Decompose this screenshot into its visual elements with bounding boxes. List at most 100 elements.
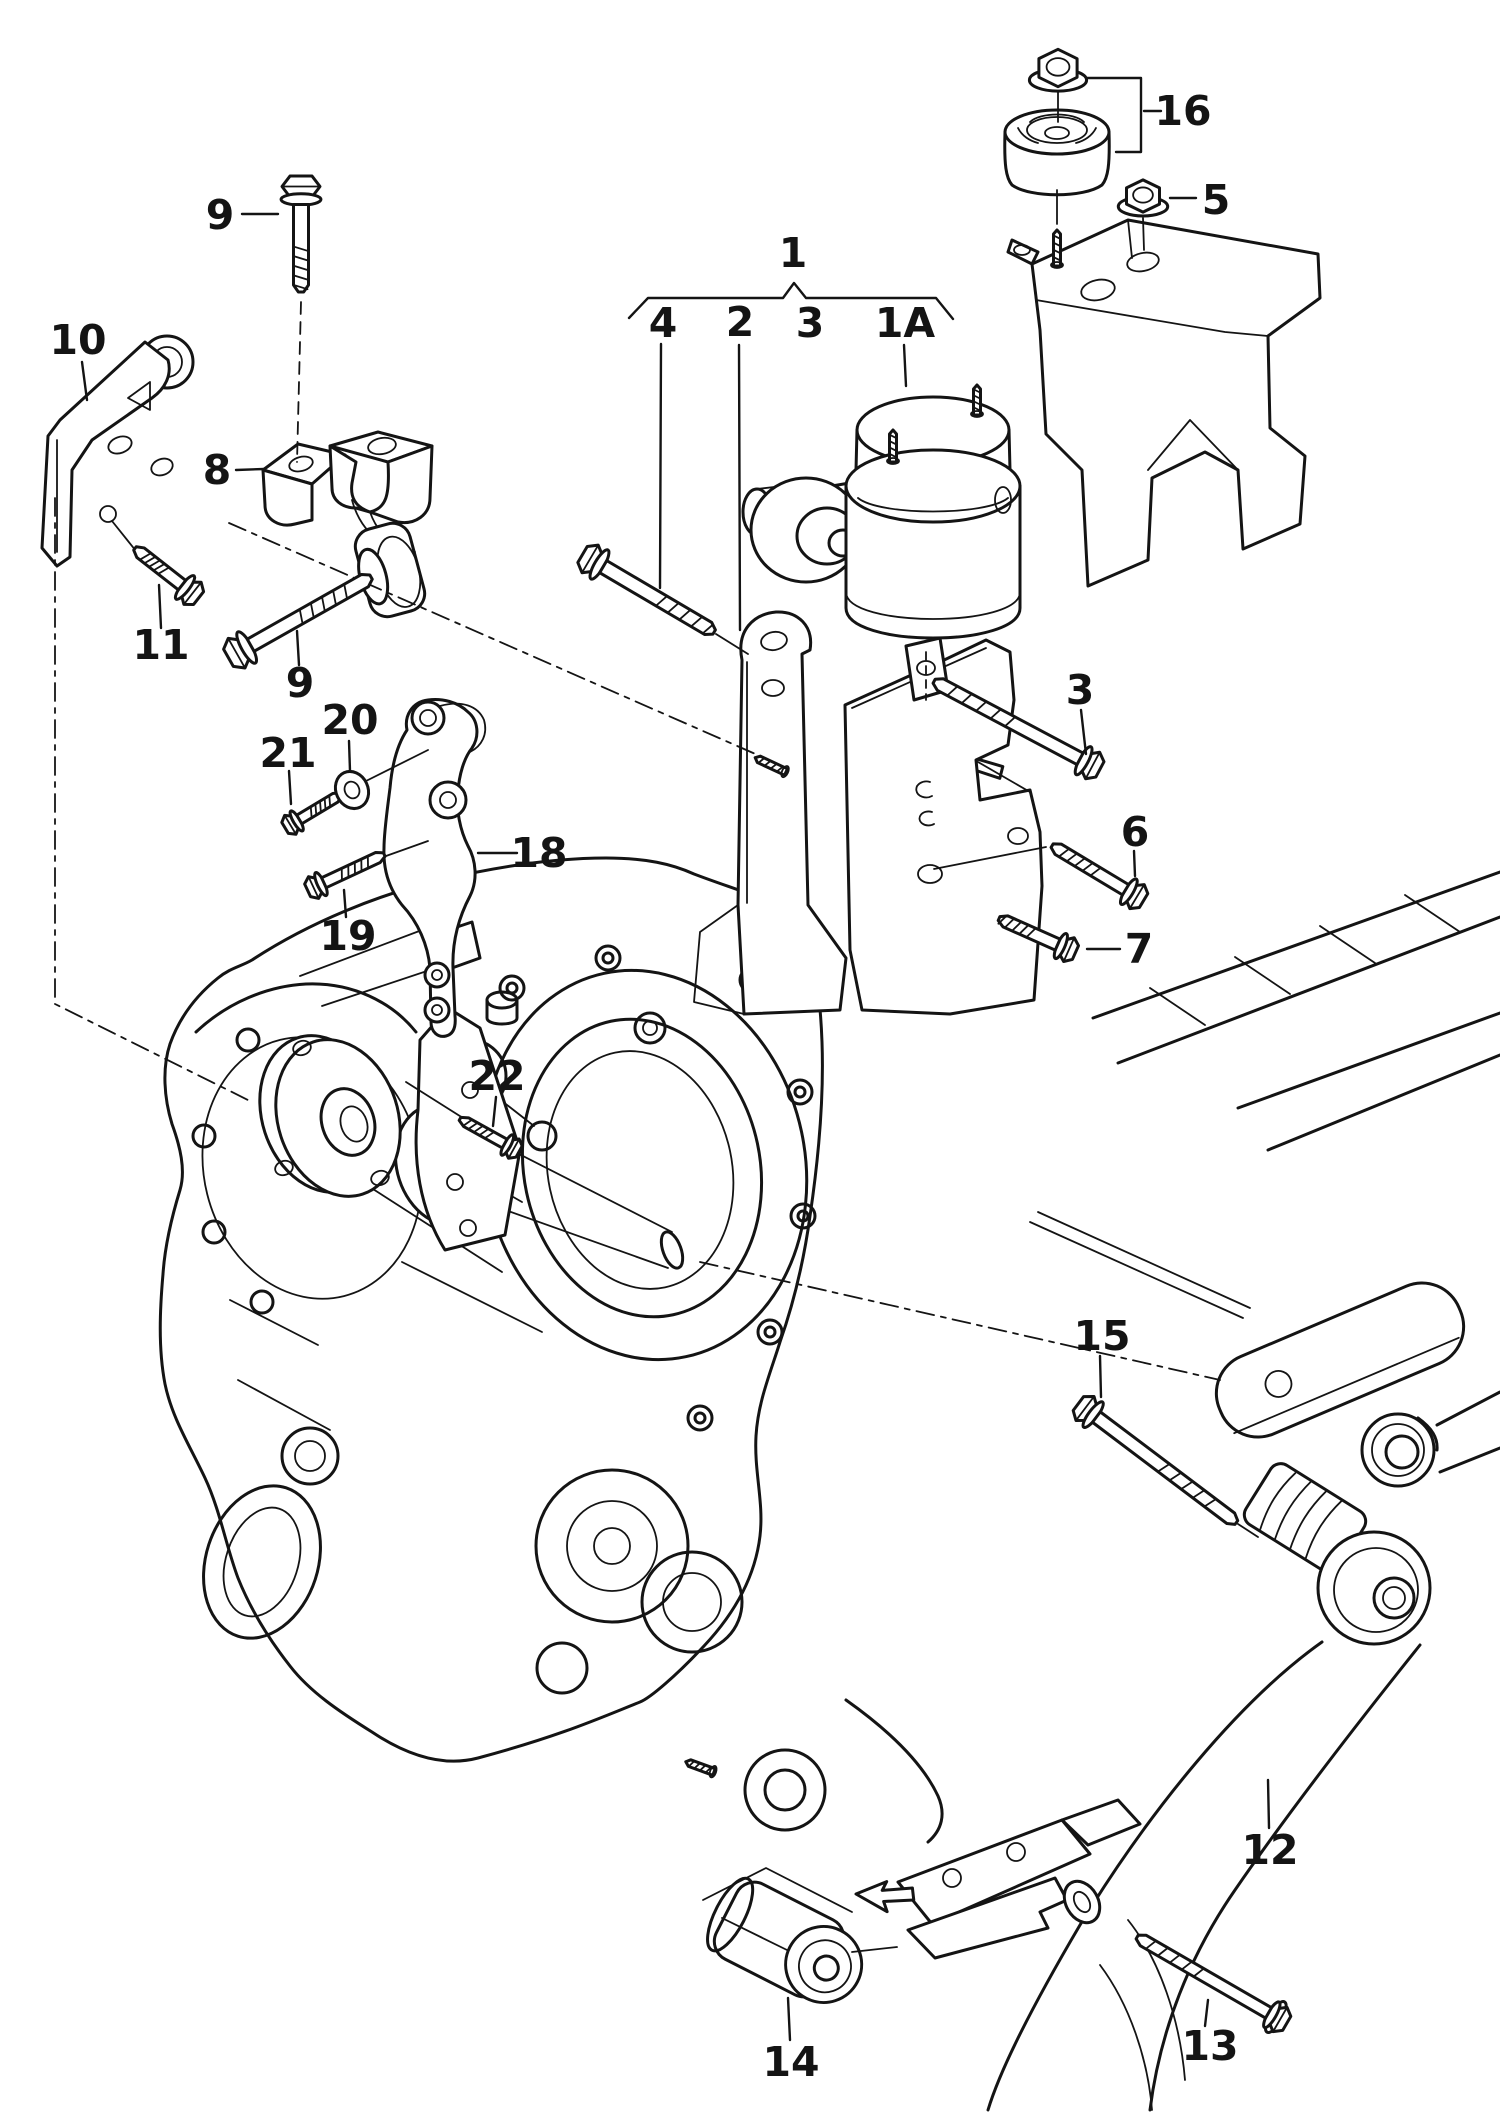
callout-leader (1079, 708, 1088, 756)
callout-label-7: 7 (1125, 925, 1154, 973)
callout-leader (234, 467, 266, 472)
callout-label-20: 20 (321, 696, 378, 744)
callout-label-15: 15 (1073, 1312, 1130, 1360)
bolt-13 (1134, 1933, 1293, 2035)
callout-12: 12 (1241, 1778, 1299, 1874)
callout-label-21: 21 (259, 729, 316, 777)
callout-22: 22 (468, 1052, 526, 1128)
callout-1A: 1A (875, 299, 936, 388)
callout-leader (737, 343, 742, 632)
washer-20 (333, 770, 371, 810)
bolt-6 (1049, 842, 1150, 911)
axis-line-1 (361, 749, 429, 784)
callout-label-5: 5 (1202, 176, 1231, 224)
bolt-11 (132, 545, 206, 606)
callout-leader (1098, 1354, 1103, 1399)
callout-label-4: 4 (649, 299, 678, 347)
bolt-7 (996, 914, 1081, 964)
construction-lines (54, 301, 1221, 1381)
callout-3a: 3 (796, 299, 825, 347)
callout-leader (627, 281, 955, 321)
callout-leader (295, 629, 301, 667)
callout-1: 1 (627, 229, 955, 321)
bolt-9-lower (222, 572, 374, 670)
callout-label-19: 19 (319, 912, 376, 960)
bolt-3 (931, 677, 1106, 781)
callout-label-14: 14 (762, 2038, 819, 2086)
part-housing-bottom-tabs (743, 1698, 1142, 1960)
callout-label-9b: 9 (286, 659, 315, 707)
nut-5 (1116, 178, 1170, 218)
callout-19: 19 (319, 888, 377, 960)
callout-label-13: 13 (1181, 2022, 1238, 2070)
callout-leader (157, 583, 163, 630)
callout-leader (287, 769, 293, 806)
part-bushing-14 (702, 1867, 898, 2004)
callout-7: 7 (1085, 925, 1154, 973)
callout-21: 21 (259, 729, 317, 806)
callout-10: 10 (49, 316, 107, 402)
callout-label-11: 11 (132, 621, 189, 669)
construction-line-1 (54, 497, 253, 1103)
callout-20: 20 (321, 696, 379, 773)
part-support-clamp-8 (261, 430, 434, 619)
callout-label-9a: 9 (206, 191, 235, 239)
callout-leader (902, 343, 908, 388)
callout-8: 8 (203, 446, 266, 494)
stud-16 (1050, 228, 1064, 269)
callout-leader (658, 342, 663, 590)
part-pendulum-support-12 (986, 1462, 1432, 2112)
part-bracket-18 (382, 698, 487, 1038)
callout-11: 11 (132, 583, 190, 669)
callout-label-22: 22 (468, 1052, 525, 1100)
callout-label-10: 10 (49, 316, 106, 364)
bolt-19 (303, 851, 387, 900)
callout-leader (491, 1095, 498, 1128)
callout-leader (1266, 1778, 1271, 1830)
part-subframe (1029, 870, 1500, 1488)
callout-label-8: 8 (203, 446, 232, 494)
callout-label-3b: 3 (1066, 666, 1095, 714)
callout-leader (1132, 849, 1137, 878)
stud-mount-b (970, 383, 984, 418)
callout-6: 6 (1121, 808, 1150, 878)
part-rubber-mount-16 (1003, 108, 1111, 197)
callout-9b: 9 (286, 629, 315, 707)
callout-label-6: 6 (1121, 808, 1150, 856)
callout-label-3a: 3 (796, 299, 825, 347)
callout-label-1: 1 (779, 229, 808, 277)
stud-mount-a (886, 428, 900, 465)
axis-line-0 (111, 520, 137, 552)
callout-5: 5 (1168, 176, 1231, 224)
construction-line-3 (699, 1261, 1221, 1381)
bolt-15 (1071, 1395, 1240, 1526)
nut-16 (1027, 47, 1089, 93)
axis-line-2 (385, 840, 429, 857)
axis-line-6 (1237, 1523, 1259, 1538)
callout-13: 13 (1181, 1998, 1239, 2070)
axis-line-4 (715, 633, 749, 655)
bolt-4 (576, 543, 717, 637)
stud-housing (684, 1758, 718, 1779)
callout-leader (347, 739, 352, 773)
callout-9a: 9 (206, 191, 280, 239)
callout-label-2: 2 (726, 298, 755, 346)
callout-leader (80, 360, 89, 402)
construction-line-0 (296, 301, 302, 463)
axis-line-7 (1142, 217, 1145, 251)
part-transmission-housing (158, 856, 824, 1763)
axis-lines (111, 91, 1259, 1538)
part-bracket-2 (693, 610, 1044, 1016)
callout-label-18: 18 (510, 829, 567, 877)
stud-bracket-2 (753, 754, 790, 779)
construction-line-2 (228, 522, 761, 757)
callout-leader (1085, 76, 1143, 154)
part-console-bracket (1006, 218, 1322, 588)
bolt-22 (457, 1115, 524, 1160)
callout-16: 16 (1085, 76, 1212, 154)
callout-2: 2 (726, 298, 755, 632)
callout-leader (786, 1996, 792, 2042)
callout-label-1A: 1A (875, 299, 936, 347)
